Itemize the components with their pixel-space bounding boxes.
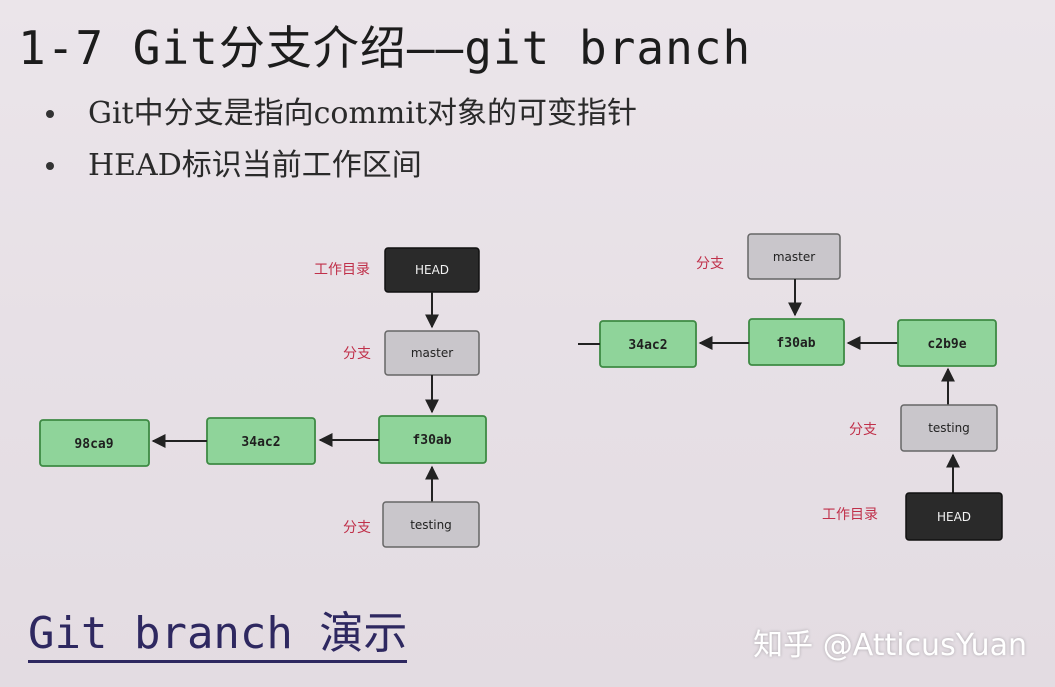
watermark: 知乎 @AtticusYuan — [753, 628, 1027, 663]
bullet-item: Git中分支是指向commit对象的可变指针 — [46, 92, 637, 144]
right-branch-caption-master: 分支 — [696, 256, 724, 272]
right-workdir-caption: 工作目录 — [822, 507, 878, 523]
slide-title: 1-7 Git分支介绍——git branch — [18, 21, 752, 75]
right-testing-pointer — [900, 404, 998, 452]
right-head-label: HEAD — [937, 510, 971, 524]
left-workdir-caption: 工作目录 — [314, 262, 370, 278]
demo-heading: Git branch 演示 — [28, 608, 408, 663]
left-branch-caption-testing: 分支 — [343, 520, 371, 536]
right-master-label: master — [773, 250, 815, 264]
right-head-pointer — [905, 492, 1003, 541]
left-testing-pointer — [382, 501, 480, 548]
right-commit-34ac2-label: 34ac2 — [628, 338, 667, 353]
right-branch-caption-testing: 分支 — [849, 422, 877, 438]
left-commit-98ca9-label: 98ca9 — [74, 437, 113, 452]
right-testing-label: testing — [928, 421, 970, 435]
bullet-dot-icon — [46, 162, 54, 170]
left-commit-34ac2-label: 34ac2 — [241, 435, 280, 450]
right-commit-c2b9e — [897, 319, 997, 367]
bullet-text: HEAD标识当前工作区间 — [88, 148, 422, 183]
bullet-item: HEAD标识当前工作区间 — [46, 144, 637, 196]
left-commit-98ca9 — [39, 419, 150, 467]
bullet-dot-icon — [46, 110, 54, 118]
left-branch-caption-master: 分支 — [343, 346, 371, 362]
left-testing-label: testing — [410, 518, 452, 532]
diagram-left: 工作目录 HEAD 分支 master f30ab 34ac2 98ca9 分支… — [39, 247, 487, 548]
right-commit-c2b9e-label: c2b9e — [927, 337, 966, 352]
bullet-list: Git中分支是指向commit对象的可变指针 HEAD标识当前工作区间 — [46, 92, 637, 196]
right-commit-f30ab-label: f30ab — [776, 336, 815, 351]
left-commit-f30ab-label: f30ab — [412, 433, 451, 448]
branch-diagrams: 工作目录 HEAD 分支 master f30ab 34ac2 98ca9 分支… — [39, 233, 1003, 548]
bullet-text: Git中分支是指向commit对象的可变指针 — [88, 96, 638, 131]
left-head-label: HEAD — [415, 263, 449, 277]
diagram-right: 分支 master f30ab c2b9e 34ac2 分支 testing 工… — [578, 233, 1003, 541]
left-master-label: master — [411, 346, 453, 360]
